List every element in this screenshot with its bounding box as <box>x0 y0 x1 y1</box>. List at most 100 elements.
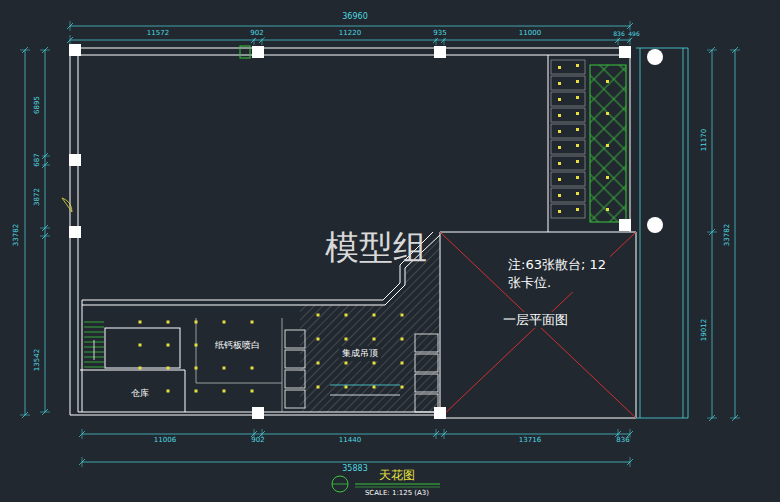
downlight <box>558 146 561 149</box>
downlight <box>606 144 609 147</box>
column <box>434 407 446 419</box>
downlight <box>576 112 579 115</box>
dimension-text: 13542 <box>34 348 42 372</box>
room-name: 仓库 <box>131 388 149 398</box>
dimension-tick <box>70 21 71 31</box>
downlight <box>373 362 376 365</box>
downlight <box>223 390 226 393</box>
room-label-box: 集成吊顶 <box>339 346 381 361</box>
dimension-tick <box>40 236 50 237</box>
booth-seat <box>551 204 585 218</box>
wall-line <box>548 55 549 232</box>
stair-line <box>84 332 104 333</box>
ceiling-edge <box>282 318 283 412</box>
door-symbol <box>62 198 72 212</box>
downlight <box>317 338 320 341</box>
void-cross <box>440 232 636 418</box>
dimension-text: 13716 <box>518 437 542 445</box>
title-underline <box>355 484 440 485</box>
dimension-tick <box>82 457 83 467</box>
dimension-text: 902 <box>249 30 264 38</box>
dimension-tick <box>707 418 717 419</box>
title-underline <box>355 487 440 488</box>
downlight <box>558 194 561 197</box>
cabinet <box>415 354 438 372</box>
dimension-line <box>45 50 46 412</box>
booth-seat <box>551 92 585 106</box>
dimension-line <box>70 40 630 41</box>
downlight <box>139 367 142 370</box>
downlight <box>317 314 320 317</box>
void-cross <box>440 232 636 418</box>
downlight <box>401 386 404 389</box>
downlight <box>576 96 579 99</box>
drawing-title: 天花图 <box>379 469 415 482</box>
wall-line <box>80 370 185 412</box>
downlight <box>373 338 376 341</box>
downlight <box>576 160 579 163</box>
wall-line <box>440 232 636 233</box>
downlight <box>558 66 561 69</box>
column <box>69 154 81 166</box>
dimension-tick <box>20 50 30 51</box>
dimension-text: 836 <box>615 437 630 445</box>
downlight <box>345 386 348 389</box>
dimension-tick <box>40 228 50 229</box>
dimension-tick <box>82 429 83 439</box>
downlight <box>223 367 226 370</box>
cabinet <box>415 334 438 352</box>
plan-note: 一层平面图 <box>501 312 570 328</box>
wall-line <box>545 55 628 56</box>
dimension-tick <box>630 457 631 467</box>
scale-caption: SCALE: 1:125 (A3) <box>365 490 429 498</box>
title-symbol <box>332 476 348 492</box>
dimension-text: 11440 <box>338 437 362 445</box>
dimension-text: 19012 <box>701 318 709 342</box>
ceiling-edge <box>196 318 197 383</box>
dimension-text: 33782 <box>13 223 21 247</box>
dimension-text: 11170 <box>701 128 709 152</box>
watermark: 模型组 <box>325 229 427 266</box>
downlight <box>317 386 320 389</box>
dimension-text: 11572 <box>146 30 170 38</box>
wall-line <box>636 232 637 418</box>
downlight <box>558 210 561 213</box>
booth-seat <box>551 124 585 138</box>
stair-line <box>84 337 104 338</box>
dimension-text: 687 <box>34 152 42 167</box>
downlight <box>167 390 170 393</box>
column <box>619 219 631 231</box>
booth-seat <box>551 140 585 154</box>
dimension-line <box>735 50 736 418</box>
facade-line <box>636 48 688 49</box>
stair-line <box>84 367 104 368</box>
column <box>252 46 264 58</box>
dimension-text: 496 <box>627 31 640 38</box>
downlight <box>576 176 579 179</box>
dimension-tick <box>40 50 50 51</box>
downlight <box>251 367 254 370</box>
dimension-text: 836 <box>612 31 625 38</box>
dimension-tick <box>436 429 437 439</box>
booth-seat <box>551 172 585 186</box>
small-room <box>105 328 180 368</box>
plan-note: 注:63张散台; 12张卡位. <box>506 255 610 292</box>
downlight <box>558 98 561 101</box>
room-name: 纸钙板喷白 <box>215 340 260 350</box>
round-column <box>647 49 663 65</box>
dimension-text: 935 <box>432 30 447 38</box>
dimension-tick <box>20 415 30 416</box>
downlight <box>195 390 198 393</box>
column <box>434 46 446 58</box>
booth-seat <box>551 60 585 74</box>
booth-seat <box>551 76 585 90</box>
title-symbol <box>332 484 348 485</box>
downlight <box>558 114 561 117</box>
facade-line <box>683 48 684 418</box>
dimension-tick <box>444 429 445 439</box>
downlight <box>576 208 579 211</box>
column <box>619 46 631 58</box>
downlight <box>223 321 226 324</box>
column <box>69 44 81 56</box>
wall-line <box>630 48 631 232</box>
